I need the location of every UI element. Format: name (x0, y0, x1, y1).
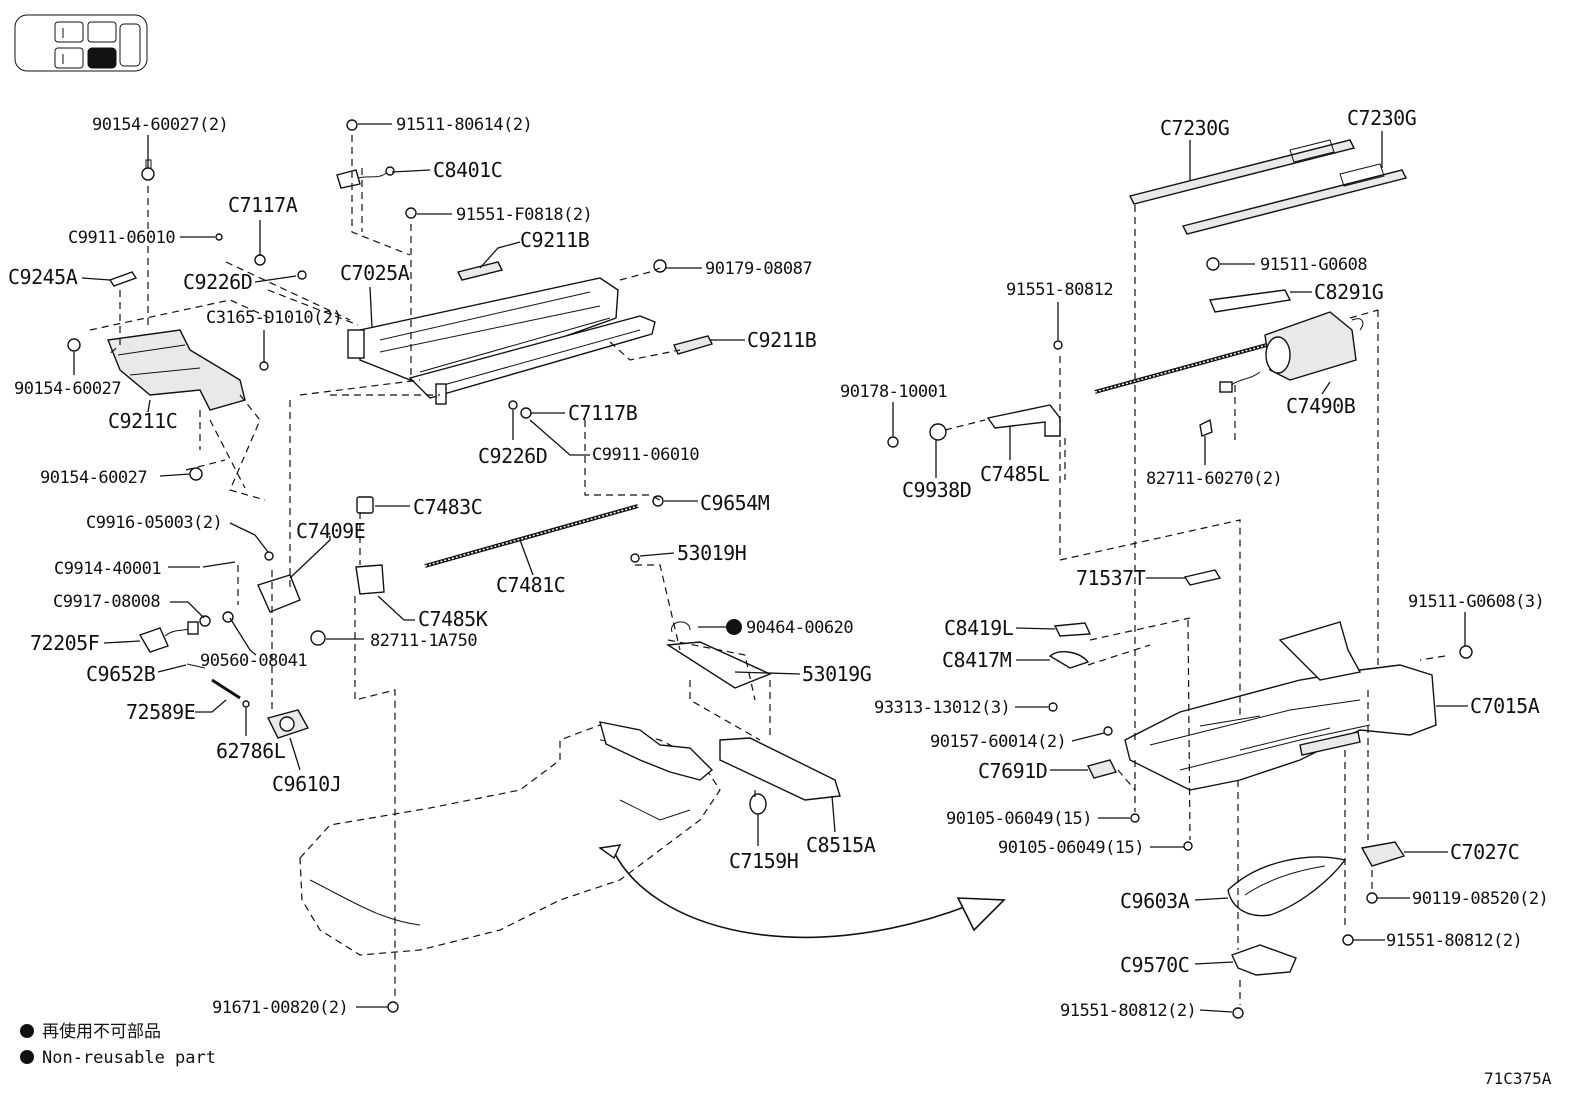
part-label: C9245A (8, 265, 78, 289)
part-label: C9652B (86, 662, 156, 686)
part-label: 90105-06049(15) (946, 809, 1092, 829)
part-label: 93313-13012(3) (874, 698, 1010, 718)
part-label: 91511-G0608 (1260, 255, 1367, 275)
part-label: C9211B (747, 328, 817, 352)
part-label: 90154-60027(2) (92, 115, 228, 135)
part-label: C8419L (944, 616, 1014, 640)
part-label: 91511-G0608(3) (1408, 592, 1544, 612)
rail-group (1128, 139, 1408, 235)
part-label: 90105-06049(15) (998, 838, 1144, 858)
part-label: C7409E (296, 519, 365, 543)
upper-seat-frame (107, 166, 714, 411)
part-label: 91671-00820(2) (212, 998, 348, 1018)
legend: 再使用不可部品 Non-reusable part (20, 1021, 216, 1068)
part-label: 90464-00620 (746, 618, 853, 638)
part-label: C8291G (1314, 280, 1383, 304)
part-label: C7483C (413, 495, 482, 519)
part-label: C7230G (1347, 106, 1416, 130)
lower-floor-outline (299, 721, 1006, 956)
cover-panel (665, 621, 841, 815)
part-label: 90154-60027 (14, 379, 121, 399)
part-label: 91551-80812(2) (1386, 931, 1522, 951)
part-label: C9654M (700, 491, 770, 515)
left-fasteners (67, 119, 667, 1013)
part-label: C9226D (183, 270, 252, 294)
part-label: C9211C (108, 409, 177, 433)
part-label: 72205F (30, 631, 99, 655)
part-label: C9911-06010 (592, 445, 699, 465)
part-label: C7691D (978, 759, 1047, 783)
part-label: C7485K (418, 607, 488, 631)
part-label: C8417M (942, 648, 1012, 672)
part-label: C9211B (520, 228, 590, 252)
part-labels: 90154-60027(2) 91511-80614(2) C8401C C71… (8, 106, 1549, 1021)
part-label: 62786L (216, 739, 286, 763)
non-reusable-marker-icon (726, 619, 742, 635)
part-label: 90119-08520(2) (1412, 889, 1548, 909)
assembly-lines (89, 135, 1446, 1005)
part-label: C9938D (902, 478, 971, 502)
part-label: C8515A (806, 833, 876, 857)
part-label: C7027C (1450, 840, 1519, 864)
motor-drive-right (887, 257, 1364, 586)
part-label: C7025A (340, 261, 410, 285)
non-reusable-marker-icon (20, 1050, 34, 1064)
part-label: 91551-80812 (1006, 280, 1113, 300)
part-label: 90178-10001 (840, 382, 947, 402)
part-label: 91551-F0818(2) (456, 205, 592, 225)
part-label: C9917-08008 (53, 592, 160, 612)
part-label: 91511-80614(2) (396, 115, 532, 135)
part-label: 53019H (677, 541, 746, 565)
part-label: C7117A (228, 193, 298, 217)
part-label: C9610J (272, 772, 341, 796)
part-label: 91551-80812(2) (1060, 1001, 1196, 1021)
part-label: C9914-40001 (54, 559, 161, 579)
lower-seat-frame (1048, 621, 1473, 1019)
non-reusable-marker-icon (20, 1024, 34, 1038)
part-label: 53019G (802, 662, 871, 686)
part-label: C7485L (980, 462, 1050, 486)
part-label: 72589E (126, 700, 195, 724)
part-label: C7159H (729, 849, 798, 873)
part-label: C9603A (1120, 889, 1190, 913)
part-label: C3165-D1010(2) (206, 308, 342, 328)
part-label: C7015A (1470, 694, 1540, 718)
motor-drive-left (138, 504, 639, 739)
legend-english: Non-reusable part (42, 1048, 216, 1068)
leader-lines (73, 123, 1468, 1013)
diagram-code: 71C375A (1484, 1069, 1552, 1088)
part-label: 90179-08087 (705, 259, 812, 279)
part-label: C9226D (478, 444, 547, 468)
part-label: C9911-06010 (68, 228, 175, 248)
part-label: C7490B (1286, 394, 1356, 418)
part-label: C8401C (433, 158, 502, 182)
part-label: C9570C (1120, 953, 1189, 977)
part-label: 90560-08041 (200, 651, 307, 671)
part-label: C7481C (496, 573, 565, 597)
part-label: 90154-60027 (40, 468, 147, 488)
seat-locator-icon (14, 14, 148, 72)
part-label: 90157-60014(2) (930, 732, 1066, 752)
part-label: C7117B (568, 401, 638, 425)
part-label: 82711-60270(2) (1146, 469, 1282, 489)
legend-japanese: 再使用不可部品 (42, 1021, 161, 1042)
part-label: C7230G (1160, 116, 1229, 140)
part-label: C9916-05003(2) (86, 513, 222, 533)
part-label: 71537T (1076, 566, 1146, 590)
part-label: 82711-1A750 (370, 631, 477, 651)
